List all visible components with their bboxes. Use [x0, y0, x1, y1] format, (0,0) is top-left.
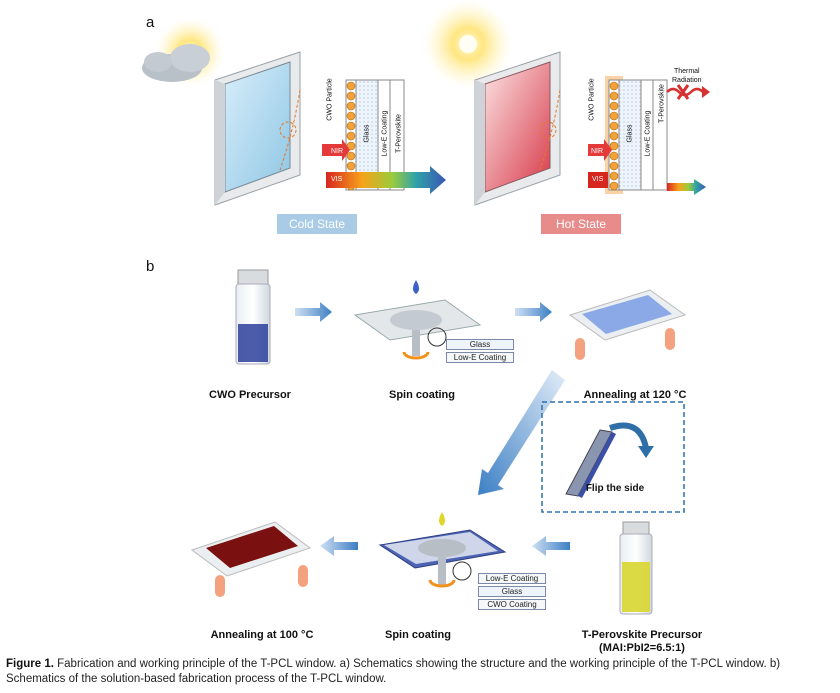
- nir-label-cold: NIR: [330, 148, 345, 155]
- low-e-label-cold: Low-E Coating: [381, 110, 389, 157]
- cwo-particles-hot: [609, 81, 619, 191]
- layer-low-e-1: Low-E Coating: [446, 352, 514, 363]
- spin-coater-1: [353, 280, 482, 360]
- glass-label-hot: Glass: [626, 124, 634, 143]
- caption-label: Figure 1.: [6, 658, 54, 670]
- layer-low-e-2: Low-E Coating: [478, 573, 546, 584]
- caption-text: Fabrication and working principle of the…: [6, 658, 781, 685]
- flip-arrow-icon: [609, 422, 649, 449]
- nir-label-hot: NIR: [590, 148, 605, 155]
- cloud-icon: [142, 44, 210, 82]
- perovskite-precursor-label: T-Perovskite Precursor: [581, 629, 703, 641]
- cwo-particles-cold: [346, 81, 356, 191]
- perovskite-vial: [619, 521, 653, 615]
- process-arrow-4: [320, 536, 358, 556]
- hotplate-100: [190, 521, 312, 597]
- perovskite-ratio-label: (MAI:PbI2=6.5:1): [599, 642, 685, 654]
- cold-state-badge: Cold State: [277, 214, 357, 234]
- cwo-particle-label-cold: CWO Particle: [326, 78, 334, 121]
- annealing-100-label: Annealing at 100 °C: [210, 629, 314, 641]
- process-arrow-diagonal: [478, 370, 565, 495]
- flip-box: [541, 401, 685, 513]
- window-frame-cold: [214, 51, 301, 206]
- glass-label-cold: Glass: [363, 124, 371, 143]
- cwo-vial: [235, 269, 271, 365]
- layer-cwo-2: CWO Coating: [478, 599, 546, 610]
- thermal-radiation-label: Thermal Radiation: [672, 68, 702, 84]
- panel-a-diagram: [142, 0, 710, 206]
- cwo-particle-label-hot: CWO Particle: [588, 78, 596, 121]
- panel-b-label: b: [146, 258, 155, 275]
- blocked-x-icon: [676, 84, 690, 100]
- spin-coating-2-label: Spin coating: [385, 629, 451, 641]
- flip-glass: [565, 429, 616, 498]
- t-perovskite-label-cold: T-Perovskite: [395, 114, 403, 153]
- layer-glass-1: Glass: [446, 339, 514, 350]
- vis-arrow-hot-out: [667, 179, 706, 195]
- cwo-precursor-label: CWO Precursor: [209, 389, 291, 401]
- hot-state-badge: Hot State: [541, 214, 621, 234]
- vis-label-cold: VIS: [331, 176, 343, 183]
- vis-label-hot: VIS: [592, 176, 604, 183]
- process-arrow-3: [532, 536, 570, 556]
- window-frame-hot: [474, 51, 561, 206]
- flip-side-label: Flip the side: [585, 483, 645, 494]
- process-arrow-1: [295, 302, 332, 322]
- spin-coater-2: [378, 512, 507, 588]
- process-arrow-2: [515, 302, 552, 322]
- hotplate-120: [568, 289, 687, 360]
- panel-b-diagram: [190, 269, 687, 615]
- figure-caption: Figure 1. Fabrication and working princi…: [6, 657, 834, 687]
- panel-a-label: a: [146, 14, 155, 31]
- vis-arrow-cold: [326, 166, 446, 194]
- low-e-label-hot: Low-E Coating: [644, 110, 652, 157]
- annealing-120-label: Annealing at 120 °C: [583, 389, 687, 401]
- t-perovskite-label-hot: T-Perovskite: [658, 84, 666, 123]
- spin-coating-1-label: Spin coating: [389, 389, 455, 401]
- layer-glass-2: Glass: [478, 586, 546, 597]
- vis-arrow-hot-start: [588, 172, 608, 188]
